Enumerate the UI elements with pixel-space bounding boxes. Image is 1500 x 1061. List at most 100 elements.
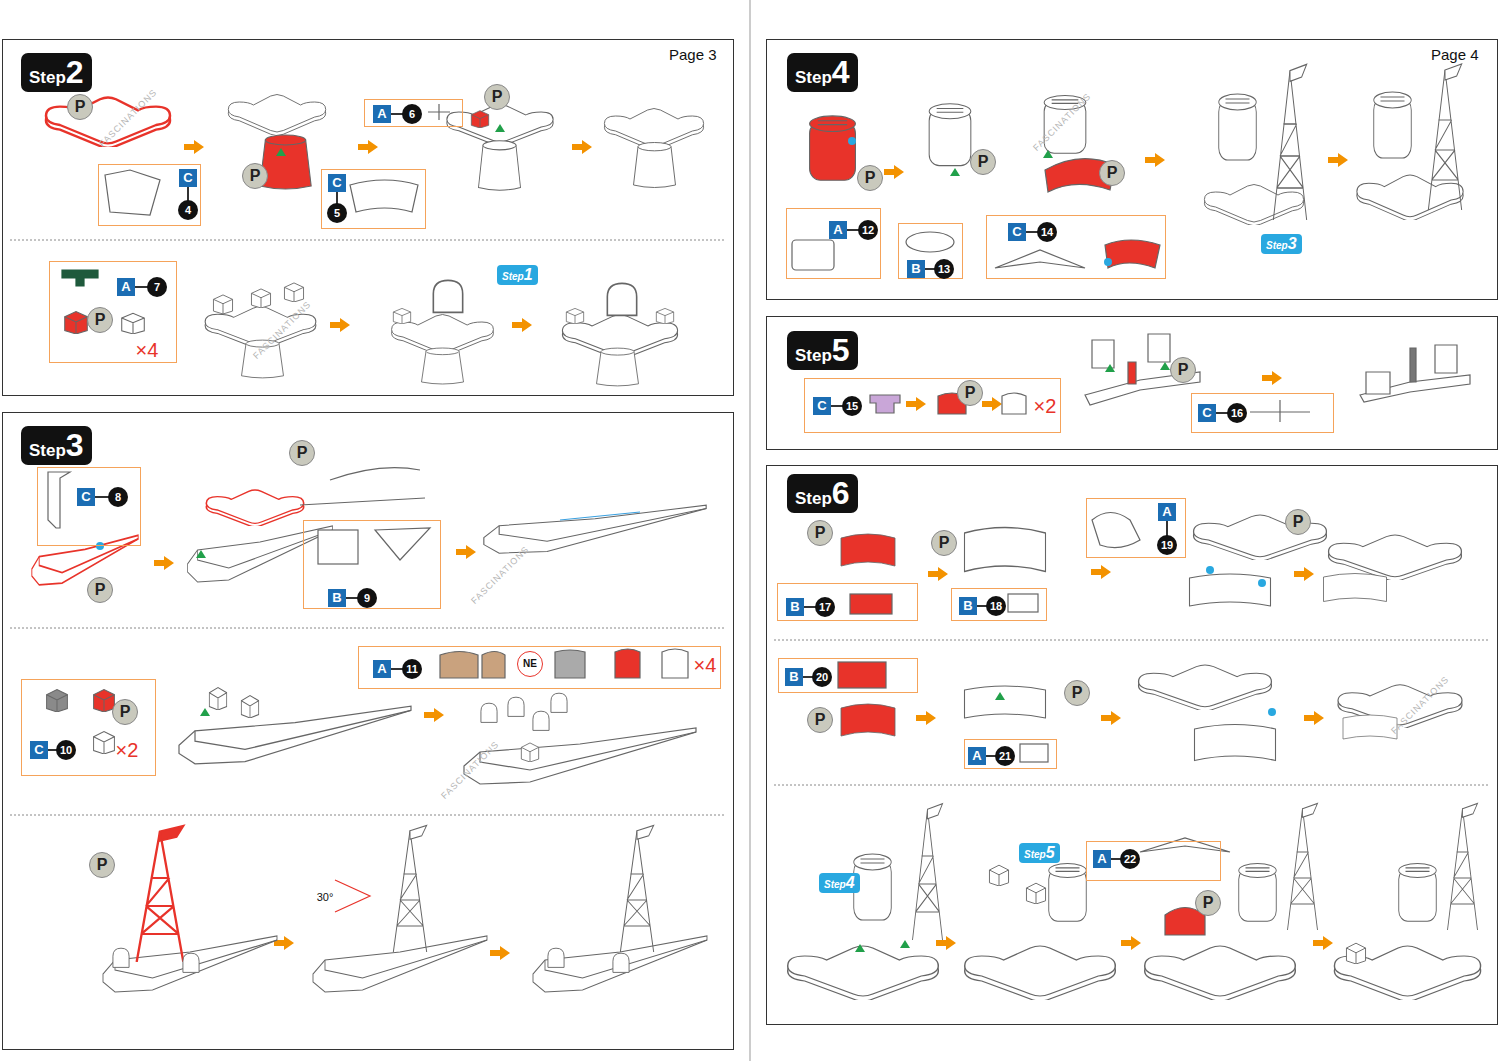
part-callout-box: A22 [1086,841,1221,881]
illustration-part [965,946,1116,1001]
sheet-letter: C [813,397,831,415]
illustration-part [46,95,704,386]
illustration-part [1206,566,1214,574]
illustration-part [848,137,856,145]
page-number: Page 4 [1431,46,1479,63]
illustration-part [10,815,726,816]
illustration-part [906,232,954,252]
illustration-part [196,550,206,558]
direction-mark: NE [517,651,543,677]
illustration-part [1145,153,1165,167]
illustration-part [206,490,303,527]
part-number: 10 [56,740,76,760]
illustration-part [10,240,1490,815]
illustration-part [137,826,184,962]
illustration-part [1160,362,1170,370]
illustration-part [313,936,487,992]
illustration-part [122,313,145,334]
step-panel: Step3C8B9C10×2A11NE×4 [2,412,734,1050]
part-number: 9 [357,588,377,608]
illustration-part [200,708,210,716]
illustration-part [154,556,174,570]
illustration-part [471,111,488,128]
sheet-letter: A [1093,850,1111,868]
illustration-part [10,240,726,241]
illustration-part [1374,92,1412,158]
sheet-letter: A [968,747,986,765]
part-callout-box: A7×4 [49,261,177,363]
step-number: 1 [524,266,533,283]
illustration-part [566,308,583,324]
illustration-part [94,731,115,754]
glue-point-mark: P [970,149,996,175]
part-callout-box: B17 [777,583,918,621]
glue-point-mark: P [1064,680,1090,706]
illustration-part [1410,348,1416,382]
illustration-part [1328,153,1348,167]
illustration-part [508,697,524,716]
quantity-note: ×4 [694,654,717,677]
illustration-part [241,695,258,718]
illustration-part [1273,64,1306,220]
illustration-part [855,944,865,952]
illustration-part [774,640,1490,641]
illustration-part [774,785,1490,786]
illustration-part [1346,943,1365,964]
glue-point-mark: P [67,94,93,120]
step-badge: Step6 [787,474,858,513]
illustration-part [484,505,706,553]
illustration-part [788,946,939,1001]
step-reference-tag: Step1 [497,265,538,285]
step-number: 3 [66,427,84,463]
illustration-part [1190,574,1271,606]
illustration-part [105,170,160,215]
illustration-part [495,124,505,132]
illustration-part [884,165,904,179]
illustration-part [850,594,892,614]
illustration-part [393,308,410,324]
illustration-part [1219,94,1257,160]
illustration-part [533,711,549,730]
illustration-part [32,535,138,585]
illustration-part [597,348,639,386]
part-number: 16 [1227,403,1247,423]
part-number: 12 [858,220,878,240]
illustration-part [1250,400,1310,422]
illustration-part [440,652,505,679]
sheet-letter: C [328,174,346,192]
step-number: 6 [832,475,850,511]
illustration-part [548,948,564,967]
step-reference-tag: Step5 [1019,843,1060,863]
glue-point-mark: P [807,707,833,733]
part-number: 7 [147,277,167,297]
step-panel: Step6B17B18A19B20A21Step4Step5A22 [766,465,1498,1025]
illustration-part [428,104,450,120]
sheet-letter: C [30,741,48,759]
illustration-part [656,308,673,324]
step-badge: Step5 [787,331,858,370]
step-word: Step [29,441,66,460]
illustration-part [1043,150,1053,158]
illustration-part [300,468,425,505]
illustration-part [1091,565,1111,579]
illustration-part [906,397,926,411]
step-number: 5 [832,332,850,368]
illustration-part [995,250,1085,268]
glue-point-mark: P [931,530,957,556]
step-reference-tag: Step3 [1261,234,1302,254]
step-badge: Step3 [21,426,92,465]
step-badge: Step2 [21,53,92,92]
illustration-part [47,689,68,712]
illustration-part [1258,579,1266,587]
sheet-letter: C [1008,223,1026,241]
illustration-part [1262,371,1282,385]
illustration-part [1049,864,1087,922]
step-word: Step [795,489,832,508]
illustration-part [65,311,88,334]
illustration-part [870,395,900,413]
illustration-part [512,318,532,332]
part-number: 21 [995,746,1015,766]
illustration-part [1020,744,1048,762]
